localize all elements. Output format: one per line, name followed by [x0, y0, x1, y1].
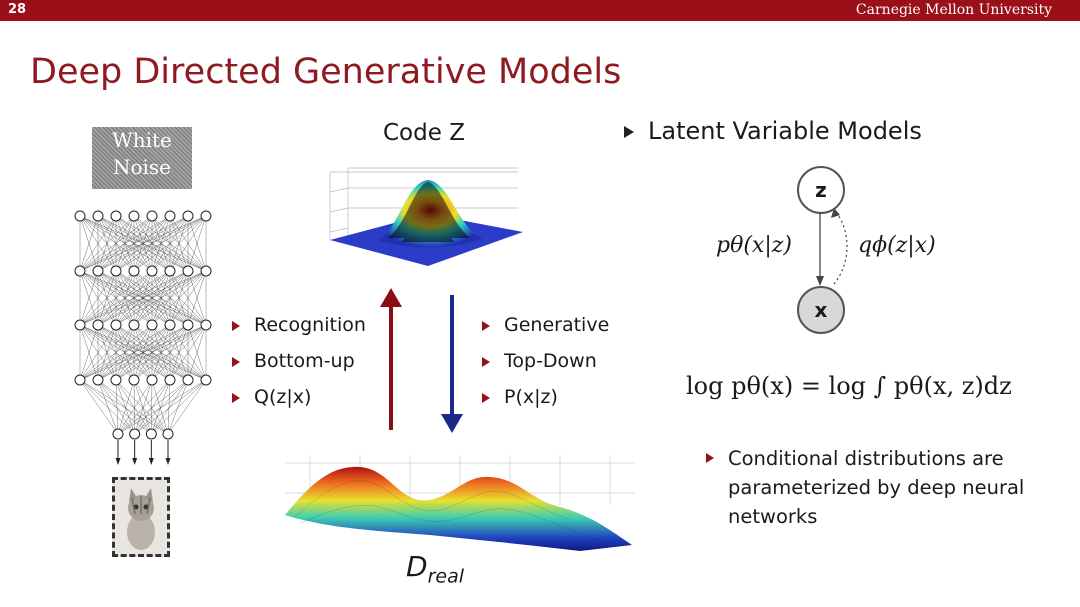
log-likelihood-equation: log pθ(x) = log ∫ pθ(x, z)dz	[686, 372, 1012, 400]
observed-node-x: x	[797, 286, 845, 334]
bullet-icon	[482, 320, 490, 331]
recognition-generative-arrows	[380, 288, 463, 433]
bullet-icon	[482, 392, 490, 403]
bullet-icon	[232, 320, 240, 331]
code-z-surface-plot	[329, 167, 523, 266]
slide-number: 28	[8, 2, 27, 17]
generative-label: pθ(x|z)	[716, 233, 792, 258]
data-distribution-label: Dreal	[406, 550, 464, 588]
university-logo-text: Carnegie Mellon University	[855, 2, 1052, 18]
list-item: Generative	[482, 313, 609, 349]
list-item: Recognition	[232, 313, 366, 349]
code-z-label: Code Z	[383, 120, 465, 146]
down-arrow-icon	[441, 295, 463, 433]
noise-label-line1: White	[112, 128, 172, 152]
data-distribution-surface-plot	[285, 455, 635, 551]
list-item: Top-Down	[482, 349, 609, 385]
up-arrow-icon	[380, 288, 402, 430]
bullet-icon	[232, 356, 240, 367]
recognition-list: Recognition Bottom-up Q(z|x)	[232, 313, 366, 421]
latent-node-z: z	[797, 166, 845, 214]
inference-label: qϕ(z|x)	[858, 233, 936, 258]
latent-variable-models-heading: Latent Variable Models	[624, 117, 922, 145]
white-noise-image: White Noise	[92, 127, 192, 189]
bullet-icon	[232, 392, 240, 403]
kitten-image	[112, 477, 170, 557]
generative-list: Generative Top-Down P(x|z)	[482, 313, 609, 421]
slide-title: Deep Directed Generative Models	[30, 52, 622, 92]
noise-label-line2: Noise	[112, 155, 172, 179]
list-item: Bottom-up	[232, 349, 366, 385]
list-item: Q(z|x)	[232, 385, 366, 421]
header-bar: 28 Carnegie Mellon University	[0, 0, 1080, 21]
bullet-icon	[706, 453, 714, 463]
graphical-model-edges	[816, 208, 848, 286]
conditional-note: Conditional distributions are parameteri…	[706, 444, 1046, 531]
list-item: P(x|z)	[482, 385, 609, 421]
bullet-icon	[624, 126, 634, 138]
bullet-icon	[482, 356, 490, 367]
neural-network-diagram	[74, 210, 212, 465]
